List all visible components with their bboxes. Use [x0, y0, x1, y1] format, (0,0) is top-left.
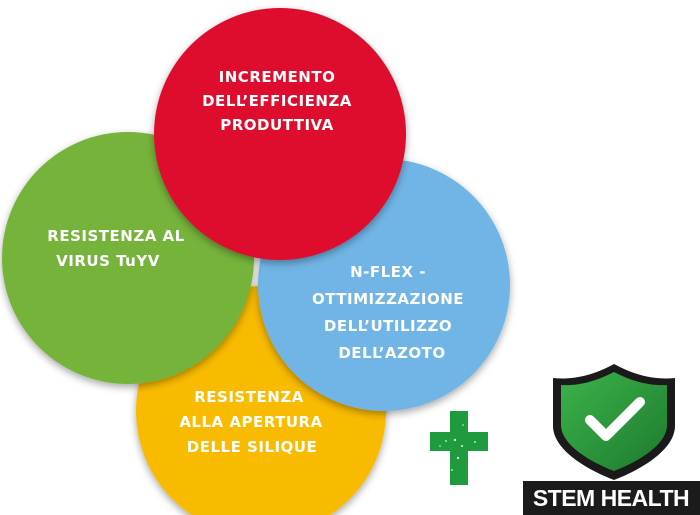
label-red-line-3: PRODUTTIVA	[220, 116, 334, 134]
label-blue-line-2: OTTIMIZZAZIONE	[312, 290, 464, 308]
label-yellow: RESISTENZA ALLA APERTURA DELLE SILIQUE	[179, 388, 322, 456]
label-green: RESISTENZA AL VIRUS TuYV	[47, 227, 184, 270]
label-red: INCREMENTO DELL’EFFICIENZA PRODUTTIVA	[202, 68, 352, 134]
label-yellow-line-1: RESISTENZA	[194, 388, 304, 406]
stem-health-badge: STEM HEALTH	[523, 481, 700, 515]
label-yellow-line-2: ALLA APERTURA	[179, 413, 322, 431]
circle-red-group	[154, 8, 406, 260]
label-yellow-line-3: DELLE SILIQUE	[187, 438, 317, 456]
label-blue-line-1: N-FLEX -	[350, 263, 426, 281]
label-green-line-1: RESISTENZA AL	[47, 227, 184, 245]
label-blue-line-3: DELL’UTILIZZO	[324, 317, 452, 335]
circle-red	[154, 8, 406, 260]
label-blue: N-FLEX - OTTIMIZZAZIONE DELL’UTILIZZO DE…	[312, 263, 464, 362]
label-blue-line-4: DELL’AZOTO	[338, 344, 445, 362]
label-green-line-2: VIRUS TuYV	[56, 252, 160, 270]
badge-background	[523, 481, 700, 515]
green-cross-icon	[430, 411, 488, 485]
label-red-line-2: DELL’EFFICIENZA	[202, 92, 352, 110]
label-red-line-1: INCREMENTO	[219, 68, 336, 86]
shield-check-icon	[553, 364, 675, 480]
badge-label: STEM HEALTH	[533, 485, 689, 511]
